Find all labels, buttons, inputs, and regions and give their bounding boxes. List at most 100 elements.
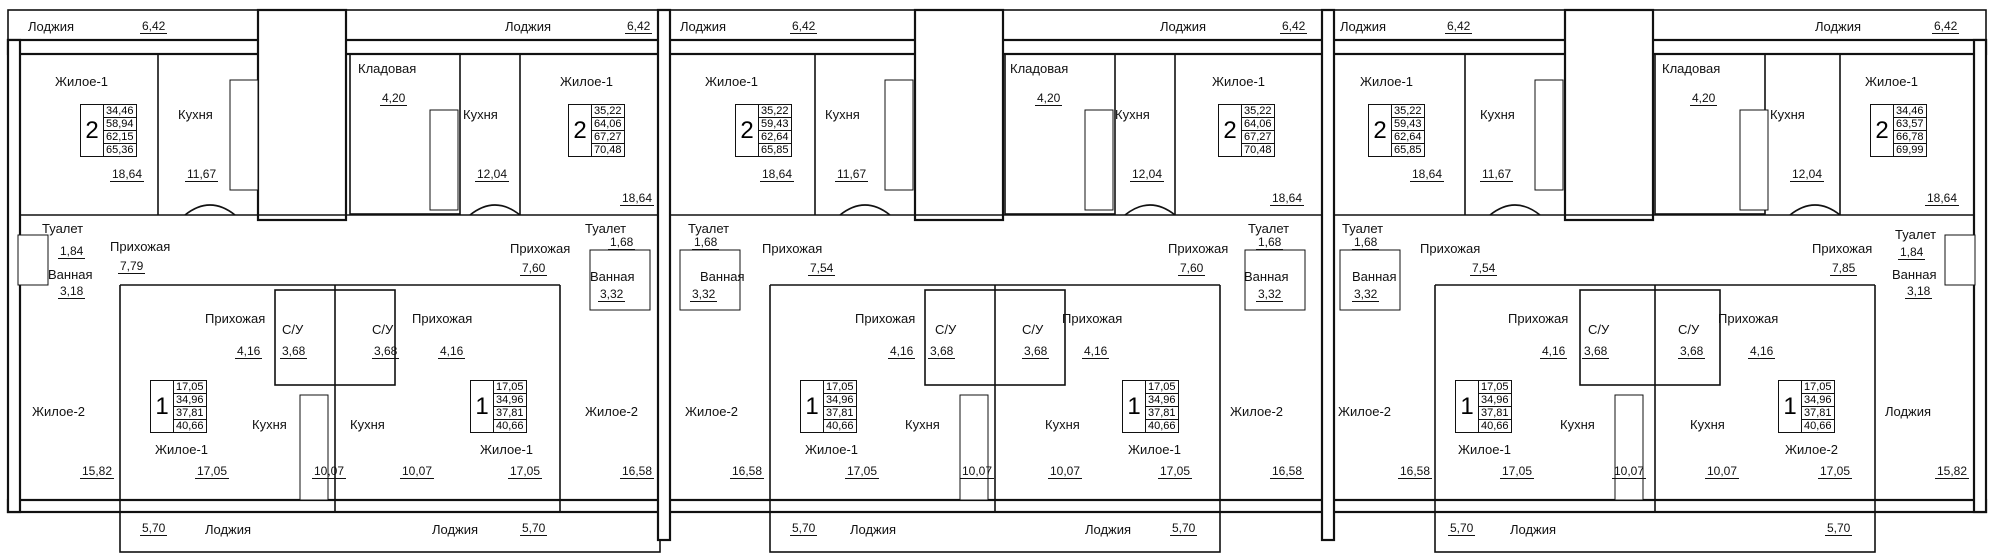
area-value: 17,05	[508, 464, 543, 479]
badge-area: 17,05	[494, 381, 526, 394]
area-value: 5,70	[140, 521, 168, 536]
area-value: 17,05	[1500, 464, 1535, 479]
area-value: 18,64	[620, 191, 655, 206]
area-value: 10,07	[312, 464, 347, 479]
badge-area: 17,05	[174, 381, 206, 394]
area-value: 4,20	[1690, 91, 1718, 106]
room-label: Лоджия	[1085, 522, 1132, 537]
room-count: 1	[155, 392, 169, 420]
badge-area: 35,22	[592, 105, 624, 118]
room-count: 1	[1127, 392, 1141, 420]
room-label: Кухня	[463, 107, 498, 122]
badge-area: 62,15	[104, 131, 136, 144]
area-value: 16,58	[730, 464, 765, 479]
area-value: 3,68	[280, 344, 308, 359]
room-count: 2	[1875, 116, 1889, 144]
shaft-3	[1563, 8, 1655, 222]
room-label: Кухня	[1560, 417, 1595, 432]
badge-area: 34,96	[174, 394, 206, 407]
room-label: Кухня	[252, 417, 287, 432]
area-value: 5,70	[1448, 521, 1476, 536]
room-label: Лоджия	[1510, 522, 1557, 537]
area-value: 15,82	[1935, 464, 1970, 479]
section-wall-2	[1320, 8, 1336, 542]
area-value: 1,68	[608, 235, 636, 250]
room-label: Прихожая	[110, 239, 171, 254]
area-value: 3,68	[928, 344, 956, 359]
badge-area: 34,96	[1479, 394, 1511, 407]
badge-area: 34,96	[1146, 394, 1178, 407]
area-value: 3,18	[58, 284, 86, 299]
room-label: Прихожая	[510, 241, 571, 256]
room-label: Кухня	[1115, 107, 1150, 122]
room-label: Жилое-1	[1212, 74, 1266, 89]
area-value: 6,42	[1280, 19, 1308, 34]
room-label: Ванная	[48, 267, 93, 282]
area-value: 3,32	[598, 287, 626, 302]
room-label: Лоджия	[1160, 19, 1207, 34]
room-label: Кладовая	[1010, 61, 1069, 76]
area-value: 17,05	[1158, 464, 1193, 479]
area-value: 4,16	[1540, 344, 1568, 359]
area-value: 7,85	[1830, 261, 1858, 276]
area-value: 4,16	[438, 344, 466, 359]
badge-area: 17,05	[824, 381, 856, 394]
area-value: 16,58	[620, 464, 655, 479]
badge-area: 67,27	[1242, 131, 1274, 144]
badge-area: 37,81	[1802, 407, 1834, 420]
area-value: 18,64	[1925, 191, 1960, 206]
area-value: 18,64	[1410, 167, 1445, 182]
badge-area: 65,85	[1394, 144, 1422, 156]
badge-area: 34,96	[1802, 394, 1834, 407]
room-label: Лоджия	[432, 522, 479, 537]
storage-1	[349, 53, 461, 215]
room-label: Жилое-2	[32, 404, 86, 419]
area-value: 16,58	[1270, 464, 1305, 479]
badge-area: 70,48	[1244, 144, 1272, 156]
badge-area: 17,05	[1802, 381, 1834, 394]
room-label: Ванная	[1244, 269, 1289, 284]
room-label: Туалет	[1342, 221, 1384, 236]
badge-area: 34,46	[104, 105, 136, 118]
area-value: 7,54	[808, 261, 836, 276]
room-label: Туалет	[42, 221, 84, 236]
badge-area: 37,81	[174, 407, 206, 420]
room-label: Ванная	[590, 269, 635, 284]
area-value: 3,68	[1582, 344, 1610, 359]
badge-area: 37,81	[1146, 407, 1178, 420]
area-value: 1,68	[1256, 235, 1284, 250]
room-label: Лоджия	[1340, 19, 1387, 34]
room-label: Лоджия	[505, 19, 552, 34]
room-count: 2	[85, 116, 99, 144]
room-label: Ванная	[700, 269, 745, 284]
room-count: 1	[475, 392, 489, 420]
room-count: 2	[1223, 116, 1237, 144]
room-label: Туалет	[585, 221, 627, 236]
room-label: С/У	[1678, 322, 1700, 337]
badge-area: 40,66	[1481, 420, 1509, 432]
room-label: Кладовая	[358, 61, 417, 76]
room-label: Прихожая	[1812, 241, 1873, 256]
room-label: Туалет	[1248, 221, 1290, 236]
area-value: 7,60	[520, 261, 548, 276]
badge-area: 40,66	[1148, 420, 1176, 432]
badge-area: 65,36	[106, 144, 134, 156]
area-value: 11,67	[185, 167, 219, 182]
area-value: 17,05	[195, 464, 230, 479]
area-value: 18,64	[760, 167, 795, 182]
area-value: 17,05	[1818, 464, 1853, 479]
area-value: 3,68	[1678, 344, 1706, 359]
area-value: 1,84	[1898, 245, 1926, 260]
room-label: Кухня	[1045, 417, 1080, 432]
room-label: С/У	[1022, 322, 1044, 337]
room-label: Кухня	[1690, 417, 1725, 432]
area-value: 7,60	[1178, 261, 1206, 276]
area-value: 18,64	[110, 167, 145, 182]
room-label: Ванная	[1892, 267, 1937, 282]
bottom-loggia-center	[769, 511, 1221, 553]
area-value: 3,68	[1022, 344, 1050, 359]
